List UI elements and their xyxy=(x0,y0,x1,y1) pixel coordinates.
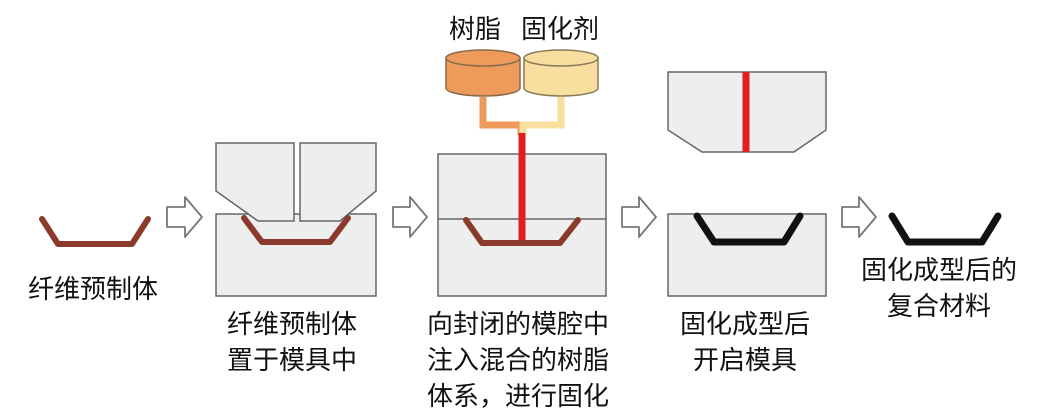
mold-bottom-opened xyxy=(667,213,827,297)
hardener-feed-line xyxy=(519,97,565,135)
finished-composite-part xyxy=(888,212,1002,246)
resin-tank xyxy=(445,49,521,97)
mold-top-left-half xyxy=(215,142,295,222)
resin-feed-line xyxy=(479,97,525,135)
step-2-caption: 纤维预制体 置于模具中 xyxy=(227,310,358,376)
process-arrow-4 xyxy=(841,196,877,238)
mold-top-right-half xyxy=(299,142,377,222)
hardener-tank xyxy=(523,49,599,97)
mold-bottom xyxy=(215,213,377,297)
hardener-label: 固化剂 xyxy=(521,15,600,45)
step-5-caption: 固化成型后的 复合材料 xyxy=(861,256,1018,322)
process-arrow-1 xyxy=(166,196,203,238)
fiber-preform xyxy=(39,216,151,247)
step-4-caption: 固化成型后 开启模具 xyxy=(680,310,811,376)
cured-part-in-mold xyxy=(693,212,804,246)
fiber-preform-in-closed-mold xyxy=(463,217,581,246)
step-3-caption: 向封闭的模腔中 注入混合的树脂 体系，进行固化 xyxy=(427,310,610,412)
fiber-preform-in-mold xyxy=(241,215,351,245)
process-arrow-2 xyxy=(392,196,428,238)
process-arrow-3 xyxy=(621,196,657,238)
resin-label: 树脂 xyxy=(449,15,502,45)
step-1-caption: 纤维预制体 xyxy=(28,275,159,305)
